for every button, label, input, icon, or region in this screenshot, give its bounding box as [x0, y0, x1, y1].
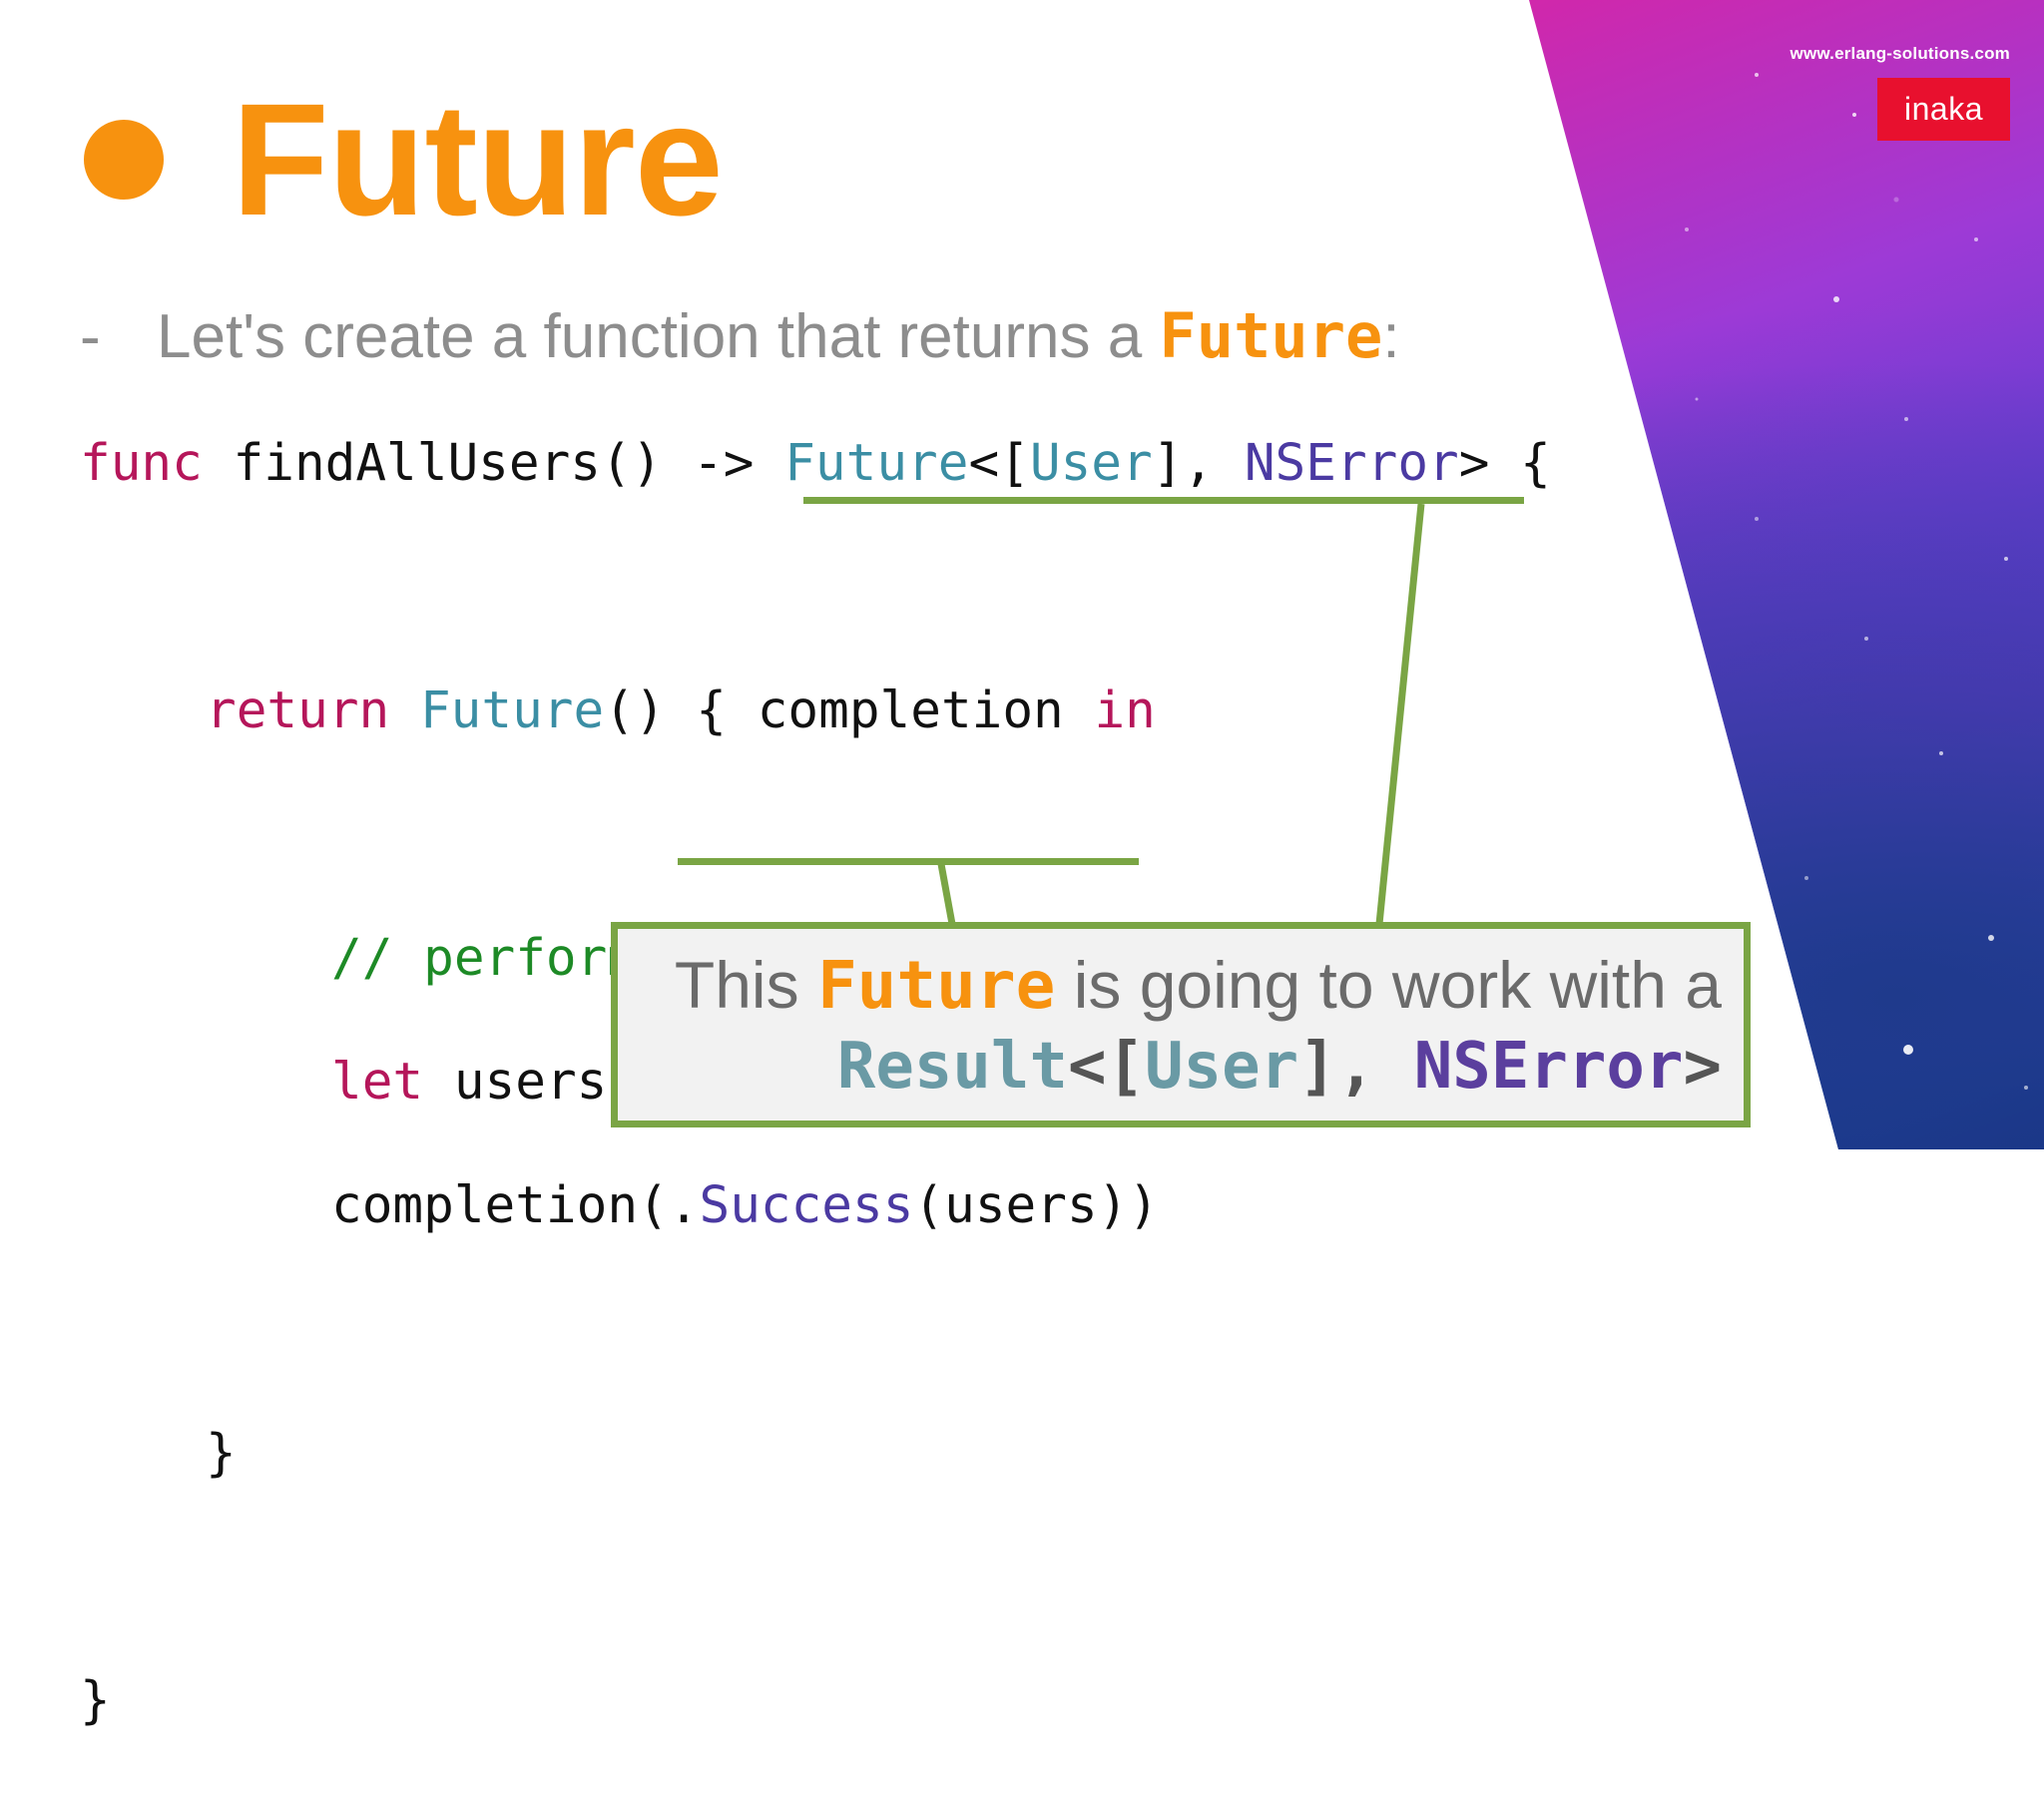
subtitle-prefix: Let's create a function that returns a — [157, 302, 1160, 371]
callout-text: > — [1683, 1030, 1722, 1104]
subtitle-suffix: : — [1382, 302, 1400, 371]
code-text: <[ — [968, 434, 1030, 493]
inaka-logo: inaka — [1877, 78, 2010, 141]
callout-box: This Future is going to work with a Resu… — [611, 922, 1751, 1127]
success-underline — [678, 858, 1139, 865]
callout-line-1: This Future is going to work with a — [618, 945, 1722, 1026]
code-keyword: func — [80, 434, 203, 493]
callout-text: is going to work with a — [1055, 948, 1722, 1022]
code-line-5: completion(.Success(users)) — [80, 1175, 1551, 1237]
code-type: NSError — [1244, 434, 1459, 493]
code-keyword: return — [206, 681, 390, 740]
callout-highlight: Future — [816, 947, 1056, 1024]
slide-title: Future — [232, 70, 724, 248]
bullet-icon — [84, 120, 164, 200]
code-line-7: } — [80, 1671, 111, 1730]
callout-type: Result — [836, 1030, 1068, 1104]
code-keyword: let — [331, 1053, 424, 1112]
code-line-2: return Future() { completion in — [80, 680, 1551, 742]
code-line-6: } — [206, 1424, 237, 1483]
code-type: User — [1029, 434, 1153, 493]
code-type: Success — [699, 1176, 914, 1235]
code-text: () { completion — [604, 681, 1095, 740]
code-blank-line — [80, 1299, 1551, 1361]
code-type: Future — [419, 681, 605, 740]
code-text: . — [668, 1176, 700, 1235]
subtitle-highlight: Future — [1159, 299, 1383, 372]
callout-line-2: Result<[User], NSError> — [618, 1026, 1722, 1108]
code-text: > { — [1458, 434, 1551, 493]
callout-text: <[ — [1067, 1030, 1146, 1104]
code-text: completion( — [331, 1176, 669, 1235]
code-type: Future — [784, 434, 969, 493]
slide-title-row: Future — [84, 70, 724, 248]
callout-type: NSError — [1413, 1030, 1684, 1104]
callout-text: ], — [1298, 1030, 1414, 1104]
code-keyword: in — [1094, 681, 1156, 740]
callout-text: This — [674, 948, 817, 1022]
slide-subtitle: -Let's create a function that returns a … — [80, 299, 1400, 372]
code-text: findAllUsers() -> — [202, 434, 785, 493]
site-url: www.erlang-solutions.com — [1789, 44, 2010, 63]
future-type-underline — [803, 497, 1524, 504]
code-line-1: func findAllUsers() -> Future<[User], NS… — [80, 433, 1551, 495]
subtitle-dash: - — [80, 302, 101, 371]
callout-leader-lines — [937, 503, 1425, 925]
code-text: ], — [1152, 434, 1245, 493]
code-blank-line — [80, 1547, 1551, 1608]
code-text: (users)) — [913, 1176, 1160, 1235]
callout-type: User — [1145, 1030, 1299, 1104]
